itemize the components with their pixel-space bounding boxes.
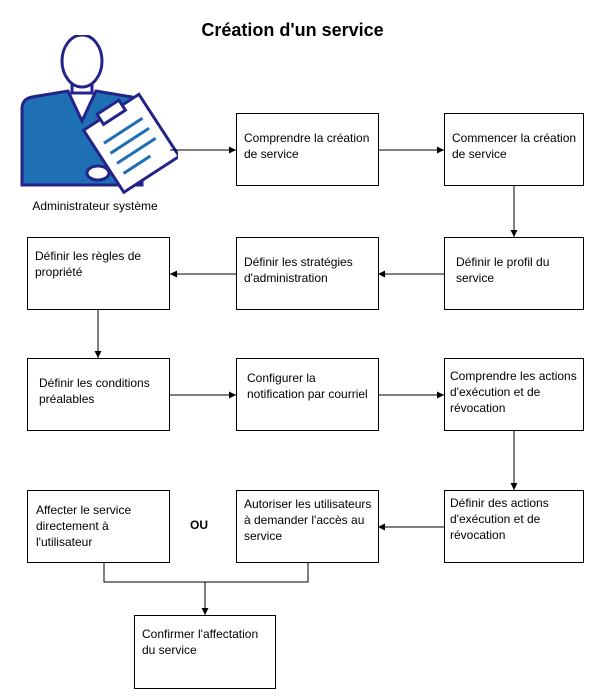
step-affecter-service: Affecter le service directement à l'util… xyxy=(27,490,170,563)
step-comprendre-actions: Comprendre les actions d'exécution et de… xyxy=(444,358,584,431)
step-configurer-notification: Configurer la notification par courriel xyxy=(236,358,379,431)
step-confirmer-affectation: Confirmer l'affectation du service xyxy=(134,615,276,689)
actor-label: Administrateur système xyxy=(32,199,158,213)
step-definir-actions: Définir des actions d'exécution et de ré… xyxy=(444,490,584,563)
step-definir-strategies: Définir les stratégies d'administration xyxy=(236,237,379,310)
step-definir-conditions: Définir les conditions préalables xyxy=(27,358,170,431)
diagram-title: Création d'un service xyxy=(201,20,384,40)
step-commencer-creation: Commencer la création de service xyxy=(444,113,584,186)
or-label: OU xyxy=(190,518,208,532)
join-line-options xyxy=(103,563,309,583)
step-autoriser-utilisateurs: Autoriser les utilisateurs à demander l'… xyxy=(236,490,379,563)
step-comprendre-creation: Comprendre la création de service xyxy=(236,113,379,186)
step-definir-profil: Définir le profil du service xyxy=(444,237,584,310)
step-definir-regles: Définir les règles de propriété xyxy=(27,237,170,310)
administrator-with-clipboard-icon xyxy=(20,35,178,195)
